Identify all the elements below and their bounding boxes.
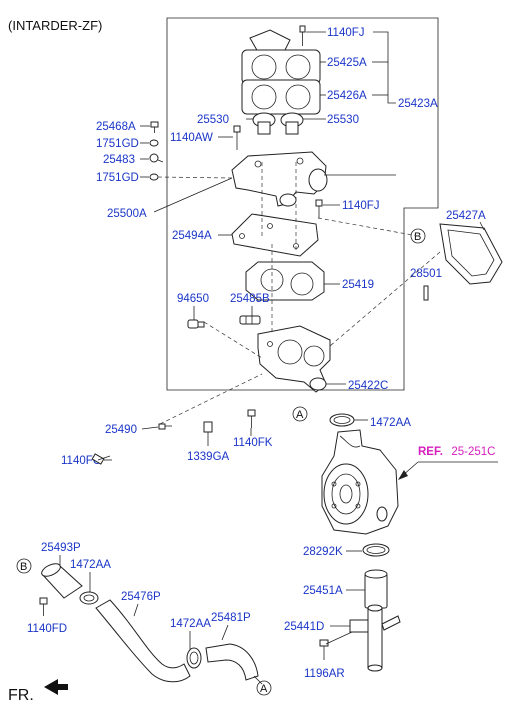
diagram-title: (INTARDER-ZF) <box>8 18 102 33</box>
pipe-fitting-icon <box>249 29 291 53</box>
gasket-25425a-icon <box>241 49 321 85</box>
part-label-25500a[interactable]: 25500A <box>107 208 147 220</box>
part-label-25441d[interactable]: 25441D <box>284 621 324 633</box>
part-label-25530-right[interactable]: 25530 <box>327 114 359 126</box>
hose-clamp-left-icon <box>79 591 99 605</box>
part-label-1140fk[interactable]: 1140FK <box>233 437 273 449</box>
part-label-28292k[interactable]: 28292K <box>303 546 343 558</box>
part-label-1140fj-top[interactable]: 1140FJ <box>327 27 365 39</box>
part-label-25425a[interactable]: 25425A <box>327 57 367 69</box>
dowel-pin-icon <box>423 285 429 301</box>
part-label-1472aa-mid[interactable]: 1472AA <box>170 618 211 630</box>
assembly-frame <box>166 17 439 391</box>
front-arrow-icon <box>44 679 68 695</box>
ref-code: 25-251C <box>451 446 495 458</box>
elbow-hose-25481p-icon <box>205 643 259 681</box>
washer-icon <box>149 139 159 147</box>
bolt-1140fj-top-icon <box>299 25 306 46</box>
nut-1339ga-icon <box>203 421 213 438</box>
part-label-1339ga[interactable]: 1339GA <box>187 451 230 463</box>
callout-b-bottom: B <box>20 561 27 573</box>
part-label-28501[interactable]: 28501 <box>410 268 442 280</box>
pipe-25441d-icon <box>349 604 401 672</box>
part-label-25494a[interactable]: 25494A <box>172 230 212 242</box>
bolt-25490-icon <box>158 423 172 430</box>
hose-clamp-28292k-icon <box>362 543 390 557</box>
part-label-1140aw[interactable]: 1140AW <box>170 132 213 144</box>
hose-clamp-top-icon <box>329 413 355 427</box>
water-pump-housing-25422c-icon <box>257 325 331 393</box>
ref-arrow-icon <box>398 470 408 480</box>
part-label-1472aa-top[interactable]: 1472AA <box>370 417 411 429</box>
ref-prefix: REF. <box>418 446 443 458</box>
cover-plate-25494a-icon <box>231 213 319 257</box>
part-label-25423a[interactable]: 25423A <box>398 98 438 110</box>
part-label-1472aa-left[interactable]: 1472AA <box>70 559 111 571</box>
part-label-25468a[interactable]: 25468A <box>96 121 136 133</box>
bolt-1140fj-mid-icon <box>315 199 323 218</box>
callout-b-circle <box>410 228 426 244</box>
part-label-1140fj-mid[interactable]: 1140FJ <box>342 200 380 212</box>
part-label-1751gd-1[interactable]: 1751GD <box>96 138 139 150</box>
bolt-1140fc-icon <box>91 453 111 465</box>
part-label-25427a[interactable]: 25427A <box>446 210 486 222</box>
part-label-25530-left[interactable]: 25530 <box>197 114 229 126</box>
hose-clamp-mid-icon <box>186 647 202 669</box>
callout-a-bottom: A <box>260 683 268 695</box>
part-label-25481p[interactable]: 25481P <box>211 612 251 624</box>
part-label-1140fd[interactable]: 1140FD <box>27 623 67 635</box>
callout-a-top: A <box>296 409 304 421</box>
bleed-screw-icon <box>150 121 159 133</box>
part-label-25422c[interactable]: 25422C <box>348 380 388 392</box>
part-label-25476p[interactable]: 25476P <box>121 591 161 603</box>
bolt-1140fd-icon <box>39 597 48 616</box>
bolt-1140aw-icon <box>233 125 241 150</box>
union-fitting-icon <box>239 315 261 325</box>
front-label: FR. <box>8 687 34 704</box>
hose-25493p-icon <box>41 563 83 599</box>
gasket-25419-icon <box>245 261 325 301</box>
part-label-25485b[interactable]: 25485B <box>230 293 270 305</box>
gasket-25426a-icon <box>241 79 321 115</box>
part-label-94650[interactable]: 94650 <box>177 293 209 305</box>
callout-b-circle <box>16 558 32 574</box>
thermostat-right-icon <box>280 112 304 135</box>
gasket-25427a-icon <box>439 223 503 285</box>
bolt-1140fk-icon <box>247 409 256 428</box>
plug-icon <box>149 153 164 163</box>
part-label-25490[interactable]: 25490 <box>105 424 137 436</box>
part-label-1140fc[interactable]: 1140FC <box>61 455 101 467</box>
part-label-1196ar[interactable]: 1196AR <box>304 668 345 680</box>
thermostat-left-icon <box>252 112 276 135</box>
part-label-25426a[interactable]: 25426A <box>327 90 367 102</box>
water-pump-icon <box>321 429 399 535</box>
bolt-1196ar-icon <box>319 639 329 660</box>
part-label-25419[interactable]: 25419 <box>342 279 374 291</box>
callout-a-circle <box>292 406 308 422</box>
hose-25476p-icon <box>95 599 191 683</box>
part-label-25483[interactable]: 25483 <box>103 154 135 166</box>
washer-icon <box>149 173 159 181</box>
temp-sensor-icon <box>187 319 205 329</box>
hose-25451a-icon <box>364 569 388 609</box>
callout-a-circle <box>256 680 272 696</box>
ref-label[interactable]: REF. 25-251C <box>418 442 496 459</box>
part-label-25451a[interactable]: 25451A <box>303 585 343 597</box>
callout-b-top: B <box>414 231 421 243</box>
part-label-1751gd-2[interactable]: 1751GD <box>96 172 139 184</box>
part-label-25493p[interactable]: 25493P <box>41 542 81 554</box>
